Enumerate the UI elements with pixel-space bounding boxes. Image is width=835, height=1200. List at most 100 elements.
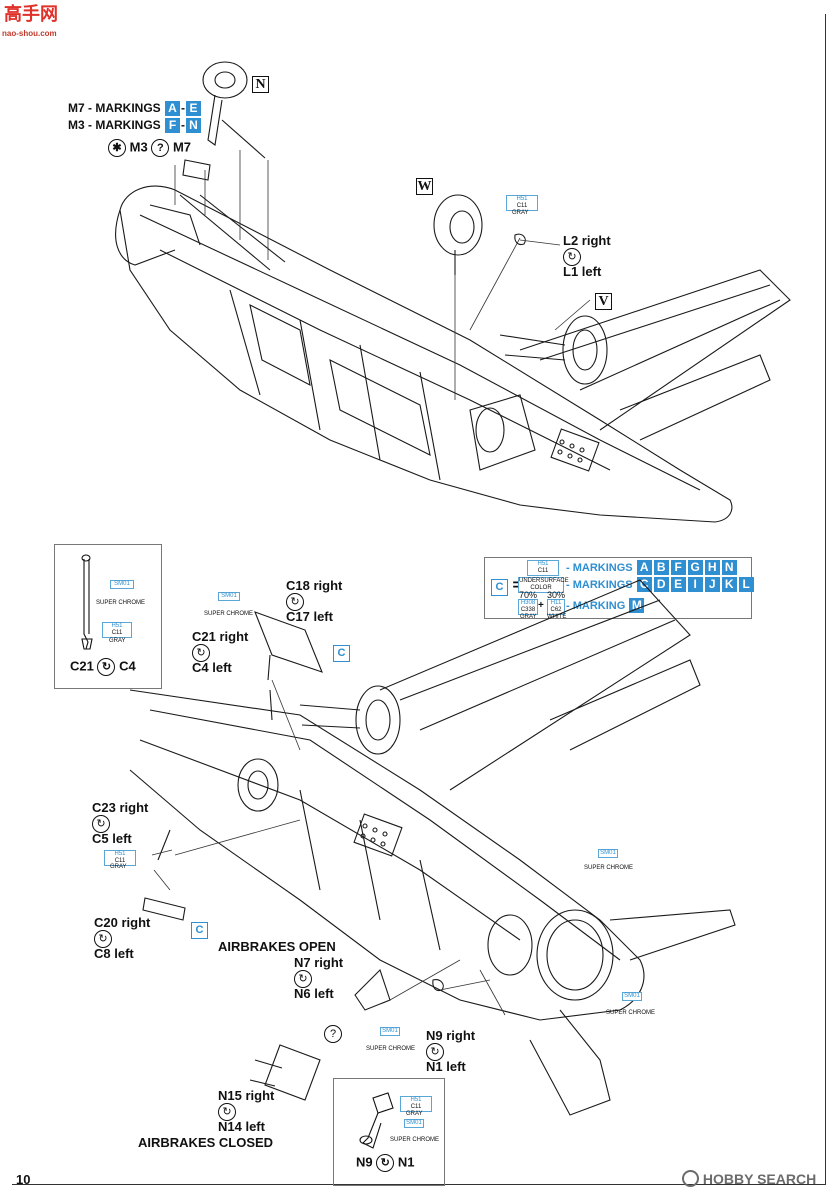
m7-markings-label: M7 - MARKINGS: [68, 101, 161, 115]
legend-pct70: 70%: [519, 590, 538, 600]
legend-letter-d: D: [653, 577, 669, 592]
chip-code-c: C11: [537, 568, 549, 574]
marking-letter-e: E: [186, 101, 202, 116]
label-l2-right: L2 right: [563, 233, 611, 248]
label-n9-right: N9 right: [426, 1028, 476, 1043]
legend-letter-b: B: [653, 560, 669, 575]
chip-underside: UNDERSURFACE COLOR: [519, 578, 569, 591]
legend-pct-row: 70% 30%: [519, 590, 565, 600]
chip-code: SM01: [221, 593, 237, 599]
legend-chip-row2: UNDERSURFACE COLOR: [518, 577, 569, 593]
inset-caption-c21-c4: C21 ↻ C4: [70, 658, 136, 676]
step-marker-v: V: [595, 293, 612, 310]
rotate-symbol-icon: ↻: [286, 593, 304, 611]
hobby-search-text: HOBBY SEARCH: [702, 1171, 817, 1187]
chip-caption-gray-top: GRAY: [512, 210, 529, 216]
chip-caption-gray-n9: GRAY: [406, 1111, 423, 1117]
marking-letter-n: N: [186, 118, 202, 133]
label-airbrakes-closed: AIRBRAKES CLOSED: [138, 1135, 274, 1150]
step-marker-w: W: [416, 178, 433, 195]
hobby-search-logo: HOBBY SEARCH: [682, 1170, 816, 1187]
rotate-symbol-icon: ↻: [97, 658, 116, 676]
inset-caption-left: N9: [356, 1154, 373, 1170]
label-c5-left: C5 left: [92, 831, 132, 846]
legend-letter: C: [491, 579, 508, 596]
paint-chip-chrome-n9: SM01: [404, 1119, 424, 1128]
label-n7-right: N7 right: [294, 955, 344, 970]
label-c18-right: C18 right: [286, 578, 343, 593]
chip-code: SM01: [624, 993, 640, 999]
chip-code: SM01: [382, 1028, 398, 1034]
label-c21-right: C21 right: [192, 629, 249, 644]
label-airbrakes-open: AIRBRAKES OPEN: [218, 939, 336, 954]
chip-caption-chrome-rear2: SUPER CHROME: [606, 1010, 656, 1016]
chip-code: H308: [520, 600, 536, 606]
question-symbol-icon: ?: [151, 139, 170, 157]
legend-chip-white-cap: WHITE: [547, 614, 567, 620]
legend-letter-g: G: [687, 560, 703, 575]
rotate-symbol-icon: ↻: [426, 1043, 444, 1061]
paint-chip-chrome-rear1: SM01: [598, 849, 618, 858]
chip-caption-chrome-n9: SUPER CHROME: [390, 1137, 440, 1143]
page-number: 10: [16, 1172, 31, 1187]
chip-caption-gray-inset: GRAY: [109, 638, 126, 644]
paint-chip-chrome-door: SM01: [218, 592, 240, 601]
chip-code: H51: [410, 1097, 422, 1103]
watermark-logo-icon: 高手网: [2, 3, 72, 25]
label-n14-left: N14 left: [218, 1119, 265, 1134]
rotate-symbol-icon: ↻: [92, 815, 110, 833]
hobby-search-icon: [682, 1170, 699, 1187]
m7-text: M7: [172, 139, 191, 155]
legend-letter-a: A: [636, 560, 652, 575]
marking-letter-a: A: [165, 101, 181, 116]
paint-chip-chrome-rear2: SM01: [622, 992, 642, 1001]
site-watermark: 高手网 nao-shou.com: [2, 2, 74, 38]
inset-caption-n9-n1: N9 ↻ N1: [356, 1154, 415, 1172]
legend-dash: -: [566, 562, 570, 574]
m3-text: M3: [129, 139, 148, 155]
pitot-part-illustration: [81, 554, 93, 650]
label-n6-left: N6 left: [294, 986, 334, 1001]
legend-dash: -: [566, 600, 570, 612]
legend-dash: -: [566, 579, 570, 591]
legend-letter-n: N: [721, 560, 737, 575]
legend-letter-i: I: [687, 577, 703, 592]
chip-code-c: C11: [410, 1104, 422, 1110]
chip-code-c: C11: [114, 858, 126, 864]
label-c23-right: C23 right: [92, 800, 149, 815]
chip-code: SM01: [600, 850, 616, 856]
rotate-symbol-icon: ↻: [192, 644, 210, 662]
legend-letter-c: C =: [491, 577, 522, 596]
chip-code-c: C11: [111, 630, 123, 636]
legend-letter-h: H: [704, 560, 720, 575]
chip-code: SM01: [406, 1120, 422, 1126]
label-c17-left: C17 left: [286, 609, 333, 624]
legend-chip-gray-cap: GRAY: [520, 614, 537, 620]
chip-code-c: C11: [516, 203, 528, 209]
chip-code-c: C62: [550, 607, 562, 613]
paint-chip-gray-top: H51 C11: [506, 195, 538, 211]
chip-caption-chrome-rear1: SUPER CHROME: [584, 865, 634, 871]
star-symbol-icon: ✱: [108, 139, 126, 157]
m3-markings-label: M3 - MARKINGS: [68, 118, 161, 132]
chip-caption-chrome-brake: SUPER CHROME: [366, 1046, 416, 1052]
watermark-site-text: nao-shou.com: [2, 29, 57, 38]
m7-markings-row: M7 - MARKINGS A-E: [68, 101, 202, 116]
legend-letter-j: J: [704, 577, 720, 592]
paint-chip-chrome-inset: SM01: [110, 580, 134, 589]
legend-row1-label: MARKINGS: [572, 562, 633, 574]
c-tag-c20: C: [191, 922, 208, 939]
chip-code: SM01: [114, 581, 130, 587]
rotate-symbol-icon: ↻: [94, 930, 112, 948]
inset-caption-right: C4: [119, 658, 136, 674]
marking-letter-f: F: [165, 118, 181, 133]
legend-letter-k: K: [721, 577, 737, 592]
rotate-symbol-icon: ↻: [294, 970, 312, 988]
